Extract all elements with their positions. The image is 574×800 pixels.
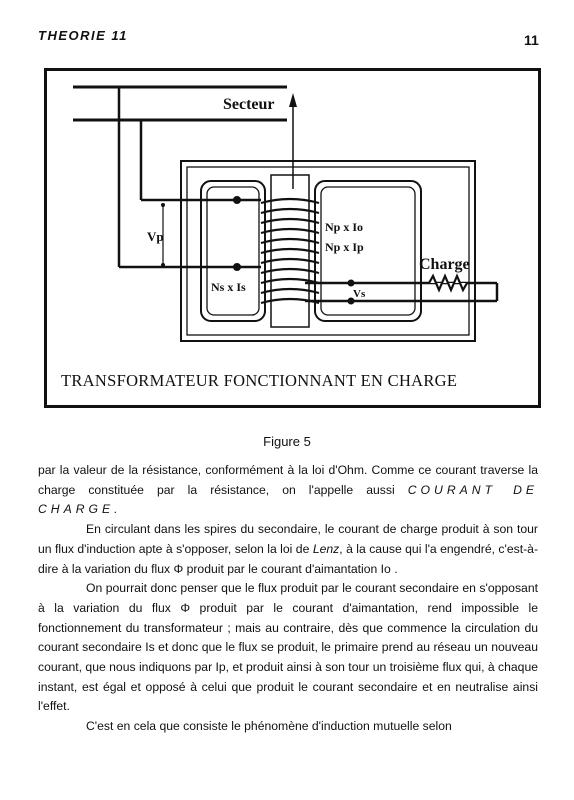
chapter-header: THEORIE 11	[38, 28, 128, 43]
transformer-diagram: Secteur Vp Np x Io Np x Ip Ns x Is Vs Ch…	[73, 85, 499, 342]
primary-node-bottom	[233, 263, 241, 271]
primary-node-top	[233, 196, 241, 204]
paragraph-2: En circulant dans les spires du secondai…	[38, 522, 539, 576]
charge-resistor	[428, 273, 468, 293]
ns-is-label: Ns x Is	[211, 280, 246, 294]
central-limb	[270, 174, 310, 328]
np-ip-label: Np x Ip	[325, 240, 364, 254]
figure-caption: Figure 5	[263, 434, 311, 449]
transformer-figure: Secteur Vp Np x Io Np x Ip Ns x Is Vs Ch…	[44, 68, 541, 408]
coil-windings	[260, 197, 320, 305]
charge-label: Charge	[419, 256, 470, 273]
courant-de-charge-term: COURANT DE CHARGE.	[38, 482, 539, 517]
secondary-node-top	[347, 279, 355, 287]
figure-title: TRANSFORMATEUR FONCTIONNANT EN CHARGE	[61, 371, 458, 390]
np-io-label: Np x Io	[325, 220, 363, 234]
secteur-label: Secteur	[223, 96, 275, 113]
core-outer	[180, 160, 476, 342]
core-window-left	[200, 180, 266, 322]
lenz-term: Lenz	[312, 541, 340, 556]
vs-label: Vs	[353, 288, 366, 300]
page-number: 11	[524, 32, 539, 48]
paragraph-1: par la valeur de la résistance, conformé…	[38, 463, 539, 517]
body-text: par la valeur de la résistance, conformé…	[38, 461, 538, 737]
flux-arrow-icon	[289, 93, 297, 107]
secondary-node-bottom	[347, 297, 355, 305]
paragraph-4: C'est en cela que consiste le phénomène …	[86, 719, 452, 734]
paragraph-3: On pourrait donc penser que le flux prod…	[38, 581, 539, 714]
vp-label: Vp	[147, 229, 164, 244]
